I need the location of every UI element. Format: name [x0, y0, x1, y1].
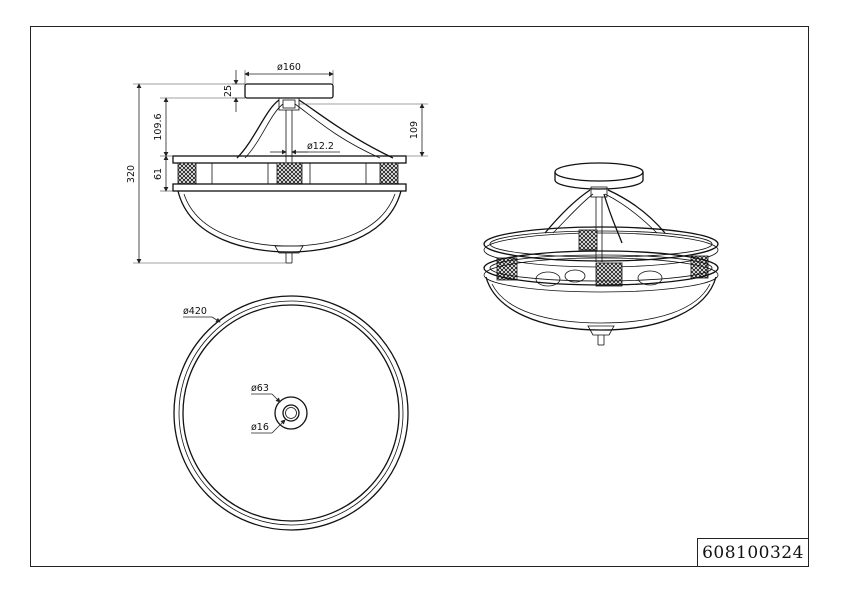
bowl-outer-rim — [173, 295, 409, 531]
center-boss — [274, 396, 308, 430]
iso-bulb — [535, 271, 561, 287]
iso-arm-front — [603, 193, 623, 244]
dim-rod-diameter: ø12.2 — [307, 141, 334, 152]
canopy — [244, 83, 334, 99]
dim-ring-height: 61 — [153, 168, 164, 180]
iso-mesh-front — [595, 262, 623, 287]
dim-right-height: 109 — [409, 121, 420, 139]
dim-canopy-diameter: ø160 — [277, 62, 301, 73]
dim-bowl-diameter: ø420 — [183, 306, 207, 317]
dim-canopy-height: 25 — [223, 85, 234, 97]
iso-upper-ring — [483, 226, 719, 262]
isometric-view — [483, 162, 719, 346]
iso-canopy — [554, 162, 644, 182]
finial-cup — [274, 245, 304, 254]
top-view-dimensions: ø420 ø63 ø16 — [183, 306, 286, 434]
side-view-dimensions: ø160 25 109.6 61 320 109 — [126, 62, 428, 264]
iso-glass-bowl — [485, 276, 717, 331]
dim-center-diameter: ø63 — [251, 383, 269, 394]
side-elevation-view — [172, 83, 407, 264]
glass-bowl — [177, 190, 402, 253]
dim-arm-height: 109.6 — [153, 113, 164, 140]
part-number: 608100324 — [702, 542, 804, 563]
mesh-panel-center — [276, 162, 303, 185]
upper-ring — [172, 155, 407, 164]
center-finial — [282, 404, 300, 422]
iso-mesh-back — [578, 229, 598, 251]
bowl-inner-rim — [182, 304, 400, 522]
drawing-border — [30, 26, 809, 567]
iso-lower-ring — [483, 250, 719, 286]
lower-ring — [172, 183, 407, 192]
part-number-box: 608100324 — [697, 538, 809, 567]
mesh-panel-left — [177, 162, 197, 185]
iso-mesh-right — [690, 255, 709, 279]
dim-finial-diameter: ø16 — [251, 422, 269, 433]
dim-overall-height: 320 — [126, 165, 137, 183]
left-arm — [236, 99, 280, 159]
top-plan-view — [173, 295, 409, 531]
iso-finial-cup — [587, 325, 615, 336]
mesh-panel-right — [379, 162, 399, 185]
iso-arm-right — [607, 189, 666, 234]
